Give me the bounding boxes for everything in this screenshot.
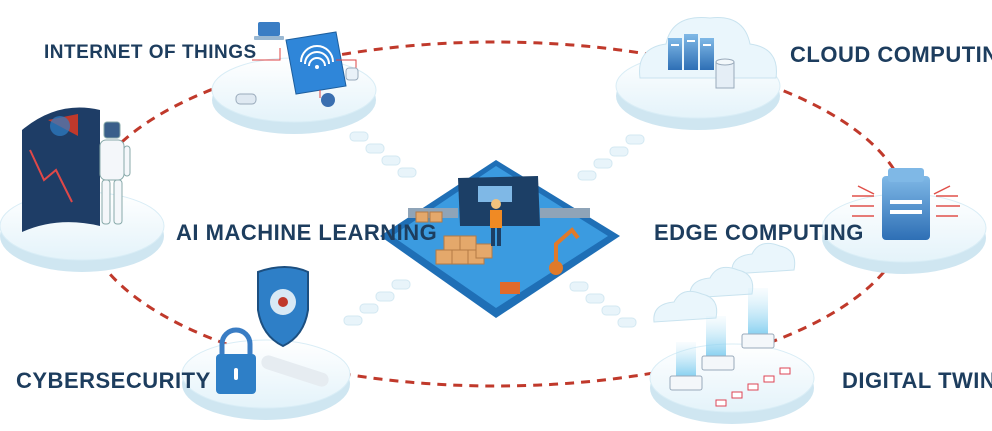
server-blocks-icon (669, 333, 775, 391)
boxes-icon (415, 211, 493, 265)
shield-icon (257, 266, 309, 348)
tile-paths (343, 131, 645, 328)
padlock-icon (216, 327, 256, 394)
forklift-icon (500, 282, 520, 294)
cloud-cluster-icon (653, 242, 796, 323)
label-ai-machine-learning: AI MACHINE LEARNING (176, 220, 438, 245)
gear-icon (321, 93, 335, 107)
twin-platform (649, 242, 815, 424)
circuit-lines-icon (850, 185, 960, 217)
tile-path-ne (577, 134, 645, 181)
server-rack-icon (668, 34, 714, 70)
tile-path-se (569, 281, 637, 328)
robot-arm-icon (549, 227, 580, 275)
edge-platform (821, 168, 987, 274)
label-cloud-computing: CLOUD COMPUTING (790, 42, 992, 67)
label-edge-computing: EDGE COMPUTING (654, 220, 864, 245)
tile-path-sw (343, 279, 411, 326)
cyber-platform (181, 266, 351, 420)
camera-icon (235, 93, 257, 105)
laptop-icon (254, 22, 284, 40)
ai-platform (0, 107, 165, 272)
cloud-platform (615, 17, 781, 130)
iot-platform (211, 22, 377, 134)
label-internet-of-things: INTERNET OF THINGS (44, 42, 257, 63)
database-icon (715, 58, 735, 89)
tile-path-nw (349, 131, 417, 178)
dashboard-screen-icon (22, 107, 100, 232)
edge-server-icon (882, 168, 930, 240)
bulb-icon (345, 67, 359, 81)
label-cybersecurity: CYBERSECURITY (16, 368, 211, 393)
data-blocks-icon (715, 367, 791, 407)
tablet-wifi-icon (285, 31, 347, 95)
light-beams-icon (676, 288, 768, 376)
worker-icon (490, 199, 502, 246)
robot-icon (99, 121, 131, 225)
label-digital-twin: DIGITAL TWIN (842, 368, 992, 393)
smart-factory (380, 160, 620, 318)
